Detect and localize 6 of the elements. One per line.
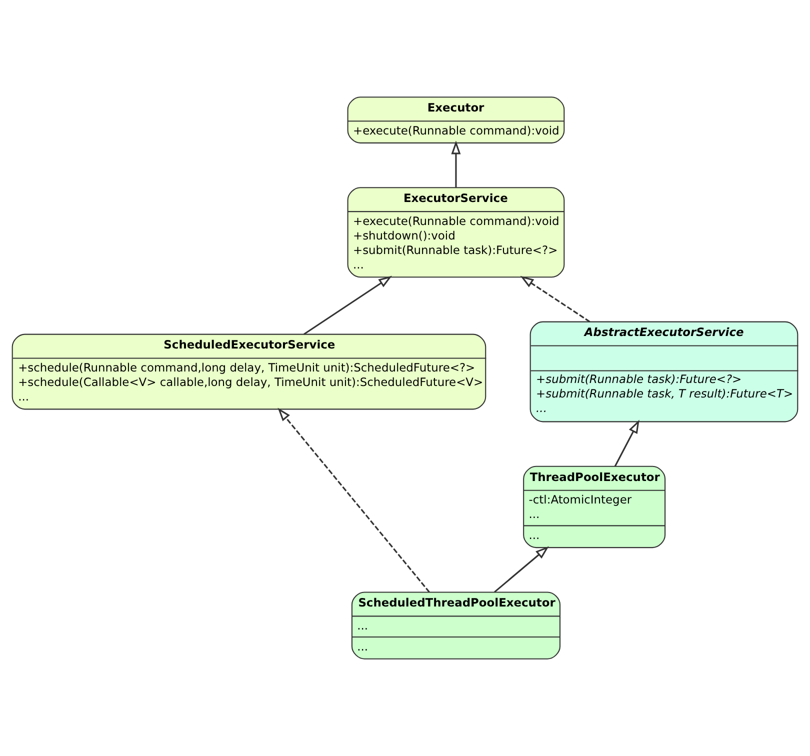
arrow: [303, 276, 392, 335]
arrow: [451, 140, 461, 188]
arrow: [614, 420, 640, 467]
arrow: [278, 408, 430, 593]
arrow: [494, 546, 549, 593]
arrow: [520, 276, 590, 322]
